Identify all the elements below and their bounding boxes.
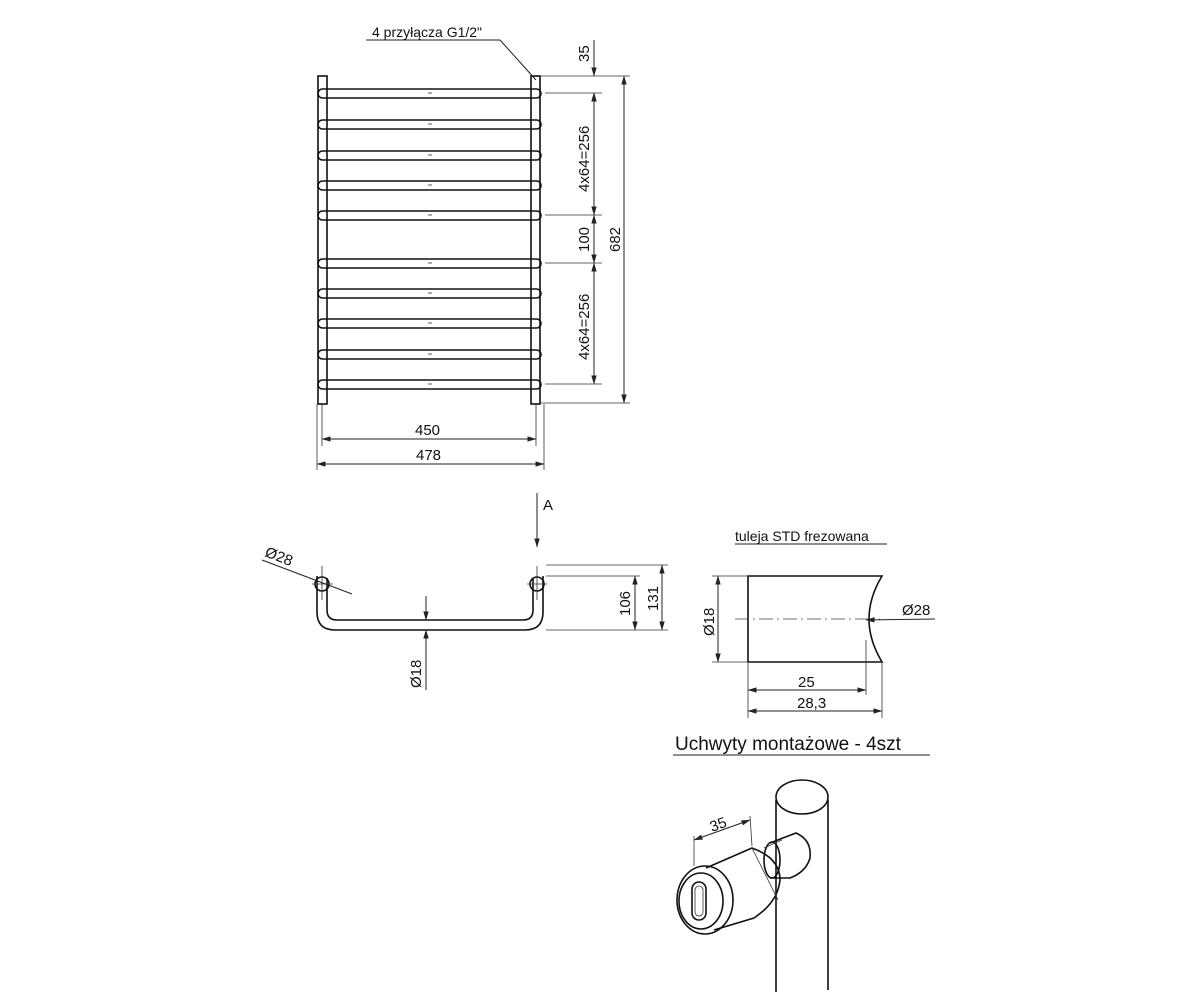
left-tube	[317, 75, 328, 405]
svg-text:35: 35	[576, 45, 593, 62]
rung	[317, 288, 542, 299]
dim-bracket-offset: 35	[693, 814, 753, 866]
front-view: 4 przyłącza G1/2" 35 4x64=256 100	[316, 24, 630, 470]
top-view: A Ø28 Ø18 10	[261, 493, 668, 690]
bracket-cone	[705, 847, 781, 931]
dim-mill-diameter: Ø28	[865, 602, 936, 623]
dim-sleeve-length: 25	[747, 674, 867, 693]
svg-text:450: 450	[415, 422, 440, 439]
sleeve-body	[747, 575, 884, 663]
svg-text:100: 100	[576, 227, 593, 252]
rung	[317, 88, 542, 99]
right-tube	[530, 75, 541, 405]
brackets-title: Uchwyty montażowe - 4szt	[675, 734, 902, 755]
dim-top-offset: 35	[576, 40, 597, 110]
svg-text:25: 25	[798, 674, 815, 691]
rung	[317, 119, 542, 130]
rungs	[317, 88, 542, 390]
sleeve-detail: tuleja STD frezowana Ø18 Ø28 25	[701, 528, 936, 718]
dim-inner-width: 450	[321, 422, 537, 442]
bracket-front-face	[676, 865, 734, 935]
sleeve-title: tuleja STD frezowana	[735, 528, 869, 544]
dim-sleeve-diameter: Ø18	[701, 575, 748, 663]
view-arrow: A	[534, 493, 553, 548]
rung	[317, 318, 542, 329]
mounting-slot	[691, 881, 707, 921]
svg-text:4x64=256: 4x64=256	[576, 294, 593, 360]
svg-text:A: A	[543, 497, 553, 514]
dim-outer-width: 478	[316, 447, 545, 467]
bracket-collar	[763, 832, 812, 879]
svg-text:35: 35	[708, 814, 729, 836]
dim-lower-group: 4x64=256	[576, 262, 597, 385]
svg-text:Ø28: Ø28	[902, 602, 930, 619]
dim-total-height: 682	[607, 75, 627, 404]
rung	[317, 379, 542, 390]
svg-text:4x64=256: 4x64=256	[576, 126, 593, 192]
brackets-detail: Uchwyty montażowe - 4szt	[673, 734, 930, 992]
connections-callout: 4 przyłącza G1/2"	[366, 24, 537, 81]
connections-note: 4 przyłącza G1/2"	[372, 24, 482, 40]
dim-depth-inner: 106	[617, 575, 638, 631]
dim-depth-outer: 131	[645, 564, 665, 631]
rung	[317, 180, 542, 191]
dim-upper-group: 4x64=256	[576, 92, 597, 216]
svg-text:682: 682	[607, 227, 624, 252]
dim-rung-diameter: Ø18	[408, 596, 429, 690]
rung	[317, 210, 542, 221]
rung	[317, 258, 542, 269]
svg-text:28,3: 28,3	[797, 695, 826, 712]
dim-pipe-diameter: Ø28	[261, 544, 353, 595]
svg-text:131: 131	[645, 586, 662, 611]
rung	[317, 349, 542, 360]
u-profile	[316, 576, 544, 631]
dim-middle-gap: 100	[576, 214, 597, 264]
dim-sleeve-total-length: 28,3	[747, 695, 883, 714]
rung	[317, 150, 542, 161]
svg-text:106: 106	[617, 591, 634, 616]
svg-text:Ø18: Ø18	[408, 660, 425, 688]
vertical-pipe	[775, 779, 829, 992]
svg-text:478: 478	[416, 447, 441, 464]
svg-text:Ø18: Ø18	[701, 608, 718, 636]
